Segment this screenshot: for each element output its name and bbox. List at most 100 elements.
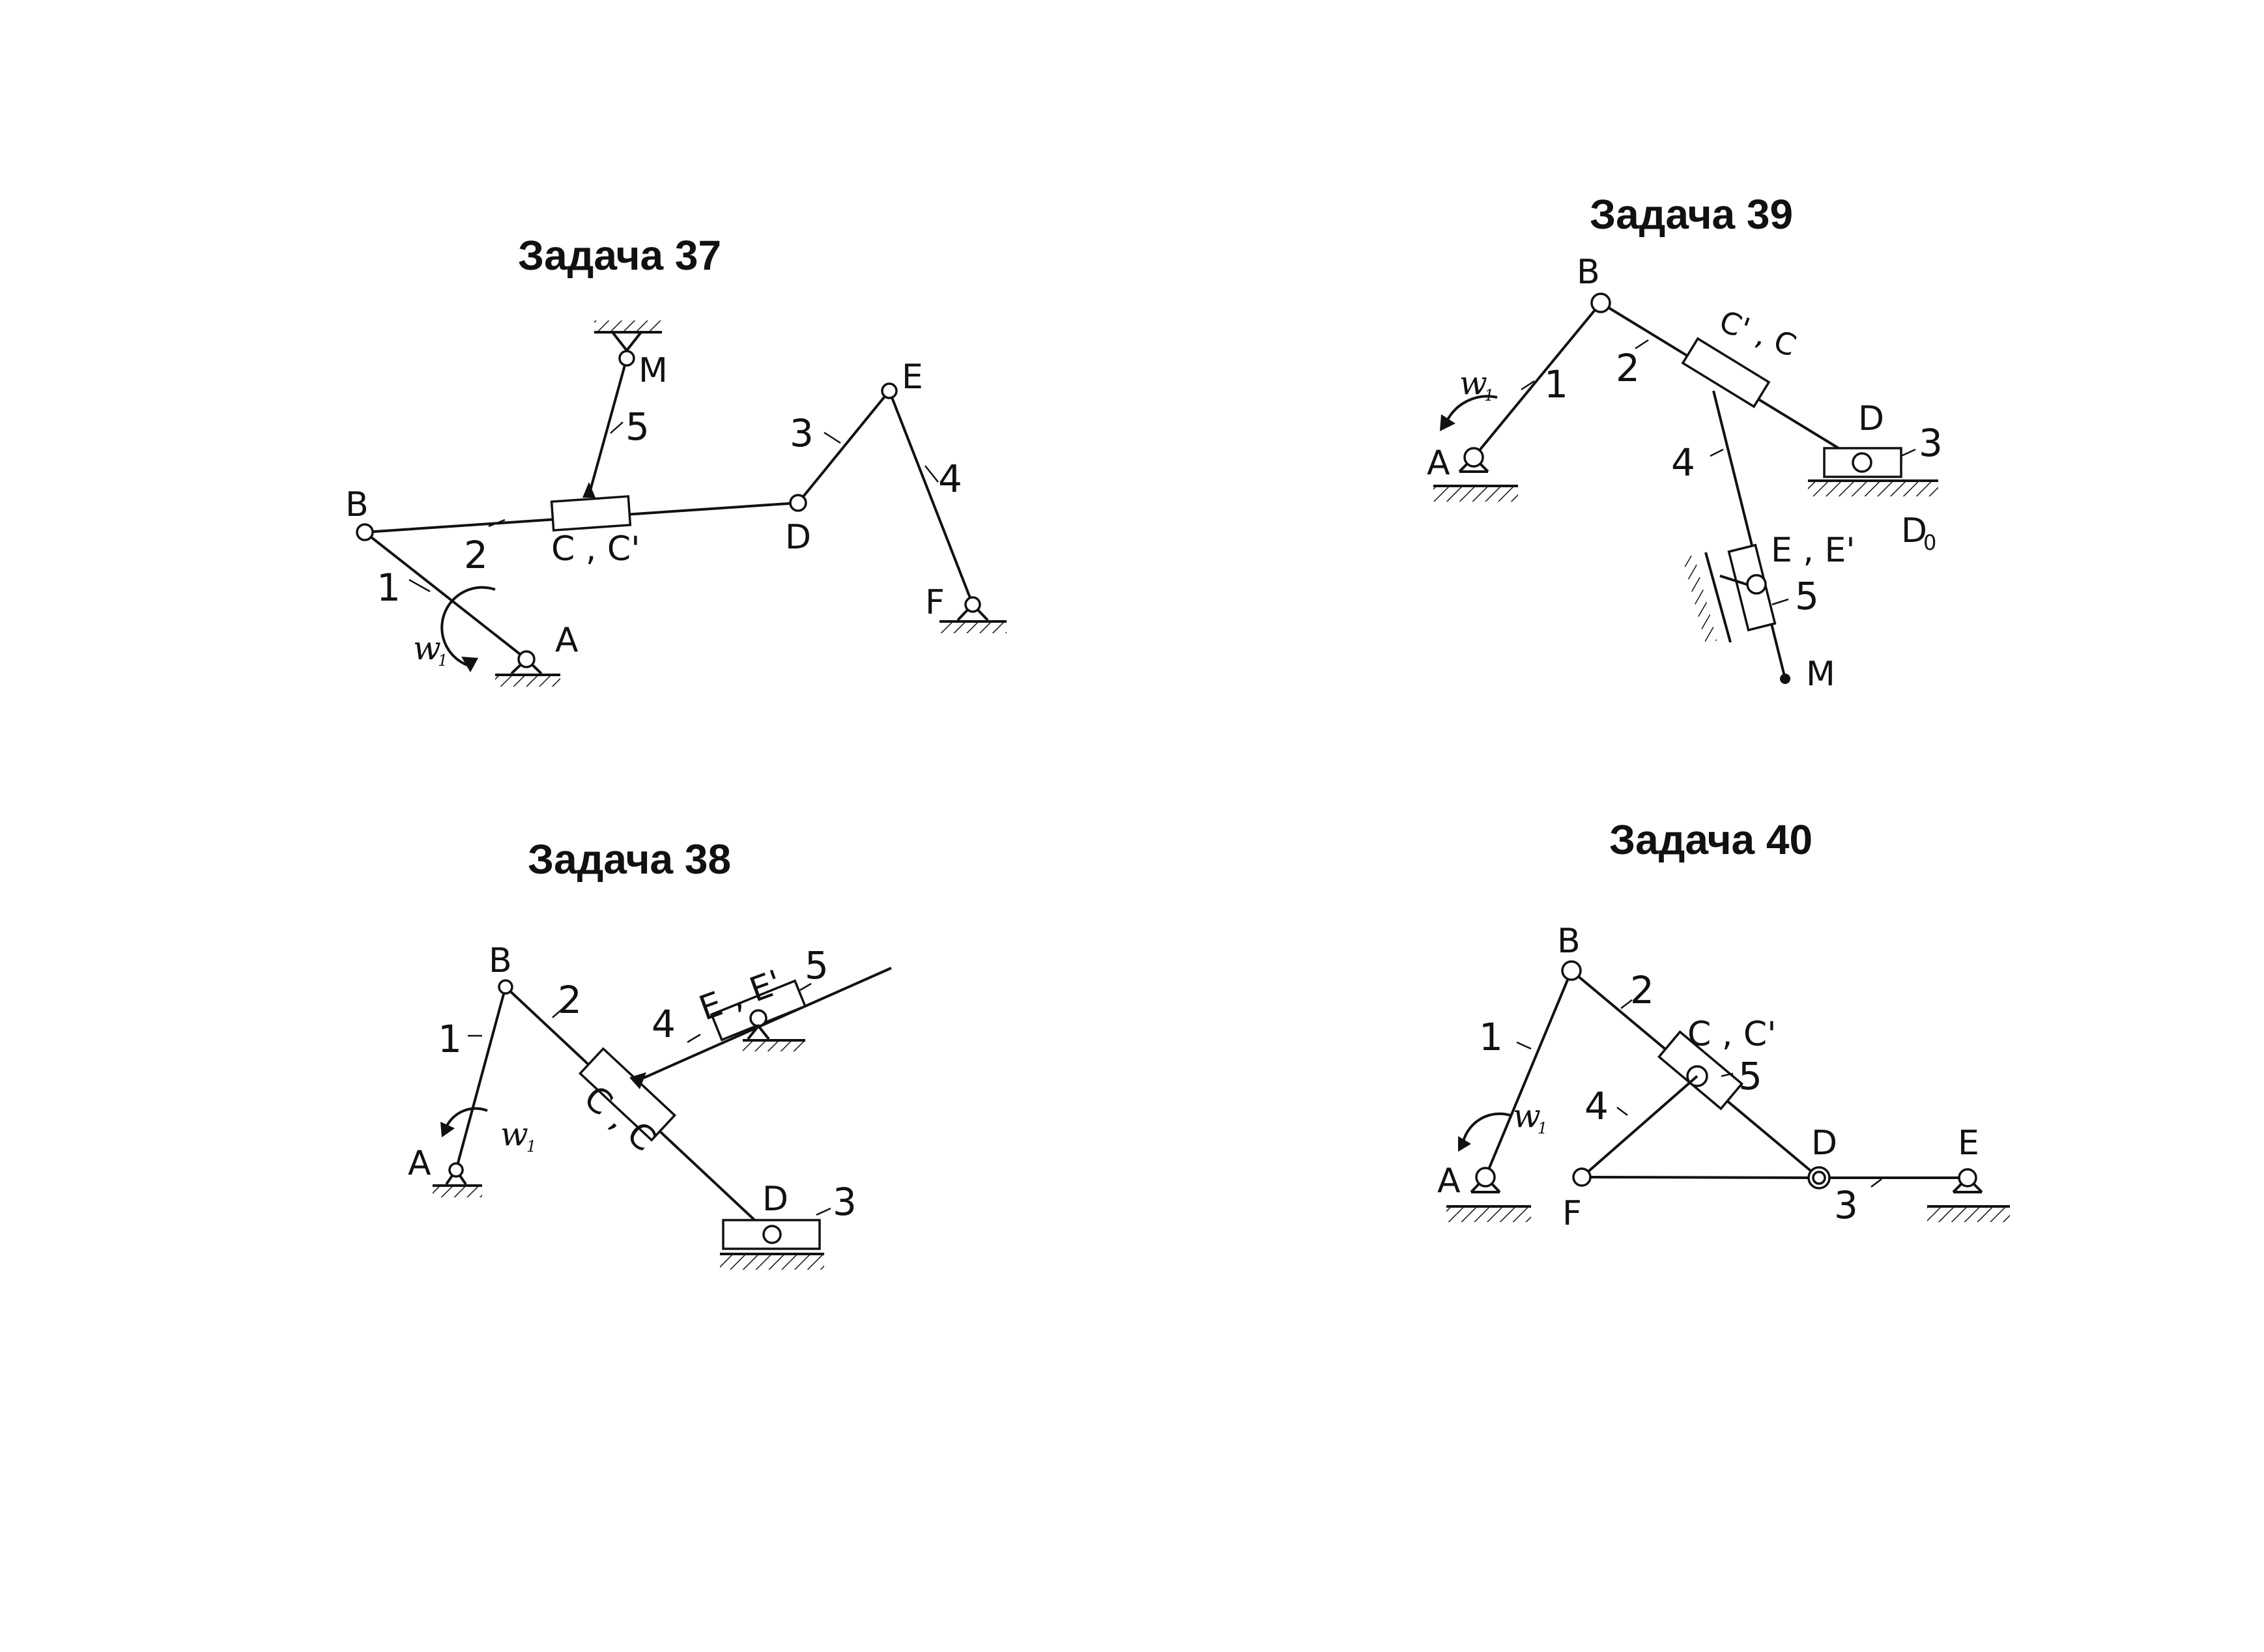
joint-m bbox=[618, 350, 635, 367]
leader-2 bbox=[1635, 339, 1649, 350]
label-omega-index: 1 bbox=[526, 1137, 536, 1156]
omega-arrow bbox=[1445, 395, 1498, 423]
ground-hatch-a bbox=[433, 1187, 482, 1197]
label-link-2: 2 bbox=[558, 978, 582, 1022]
label-link-4: 4 bbox=[1584, 1084, 1609, 1128]
ground-hatch-a bbox=[1433, 487, 1518, 502]
ground-hatch-d bbox=[720, 1255, 824, 1270]
label-link-5: 5 bbox=[1738, 1054, 1762, 1098]
label-c: C , C' bbox=[551, 530, 640, 569]
label-d: D bbox=[785, 518, 811, 557]
label-link-3: 3 bbox=[833, 1180, 857, 1224]
label-c: C , C' bbox=[1687, 1015, 1777, 1054]
omega-arrowhead bbox=[1458, 1136, 1471, 1152]
leader-1 bbox=[408, 578, 431, 593]
mechanism-37: B C , C' D E M F A 1 2 3 4 5 w 1 bbox=[345, 320, 1007, 687]
label-link-3: 3 bbox=[1919, 421, 1943, 465]
label-omega-index: 1 bbox=[1538, 1119, 1547, 1137]
link-3 bbox=[797, 390, 891, 504]
label-m: M bbox=[1806, 655, 1835, 694]
label-link-4: 4 bbox=[938, 457, 962, 501]
problem-38-title: Задача 38 bbox=[528, 836, 732, 883]
link-4 bbox=[1581, 1075, 1698, 1178]
joint-d bbox=[1852, 452, 1872, 473]
label-link-3: 3 bbox=[790, 411, 814, 455]
label-c: C' , C bbox=[1715, 304, 1801, 363]
label-link-5: 5 bbox=[1795, 574, 1819, 618]
point-m bbox=[1780, 674, 1790, 684]
guide-e-hatch bbox=[1682, 554, 1717, 644]
label-e: E bbox=[1958, 1124, 1979, 1163]
leader-4 bbox=[687, 1033, 701, 1044]
joint-a bbox=[517, 650, 536, 668]
mechanism-38: B A C , C D E , E' 1 2 3 4 5 w 1 bbox=[408, 941, 892, 1270]
joint-a bbox=[1475, 1167, 1496, 1188]
leader-4 bbox=[1616, 1107, 1628, 1116]
problem-39-title: Задача 39 bbox=[1590, 191, 1794, 238]
link-1 bbox=[455, 986, 507, 1171]
leader-2 bbox=[1620, 999, 1633, 1009]
leader-3 bbox=[1900, 448, 1916, 457]
label-omega: w bbox=[500, 1115, 528, 1153]
leader-1 bbox=[1521, 380, 1535, 391]
label-link-2: 2 bbox=[464, 533, 488, 577]
label-a: A bbox=[1437, 1161, 1461, 1201]
label-link-1: 1 bbox=[1479, 1015, 1503, 1059]
ground-hatch-e bbox=[1927, 1208, 2010, 1222]
label-link-3: 3 bbox=[1834, 1183, 1858, 1227]
problem-40-title: Задача 40 bbox=[1609, 816, 1813, 863]
label-link-5: 5 bbox=[805, 943, 829, 988]
support-m bbox=[611, 331, 642, 353]
leader-2 bbox=[552, 1009, 562, 1018]
link-f-d bbox=[1581, 1176, 1820, 1179]
label-link-2: 2 bbox=[1616, 346, 1640, 390]
omega-arrowhead bbox=[1440, 414, 1455, 431]
label-omega: w bbox=[1459, 364, 1487, 402]
label-d: D bbox=[1858, 399, 1884, 438]
label-link-4: 4 bbox=[1671, 440, 1695, 485]
leader-1 bbox=[1516, 1041, 1532, 1050]
label-link-1: 1 bbox=[438, 1017, 462, 1061]
leader-5 bbox=[1771, 598, 1789, 606]
joint-d bbox=[1812, 1171, 1826, 1185]
leader-2 bbox=[488, 519, 506, 528]
leader-3 bbox=[1870, 1178, 1882, 1188]
label-d0: D bbox=[1901, 511, 1927, 550]
slider-c bbox=[1681, 337, 1771, 408]
joint-b bbox=[498, 979, 513, 995]
leader-3 bbox=[816, 1207, 831, 1216]
link-1 bbox=[364, 531, 528, 661]
label-a: A bbox=[1427, 444, 1450, 483]
joint-b bbox=[1561, 960, 1582, 981]
mechanism-39: B A C' , C D E , E' D 0 M 1 2 3 4 5 w 1 bbox=[1427, 253, 1943, 694]
label-a: A bbox=[408, 1144, 431, 1183]
joint-e bbox=[1958, 1168, 1977, 1188]
label-b: B bbox=[1557, 922, 1581, 961]
label-e: E bbox=[902, 358, 923, 397]
ground-hatch-e bbox=[743, 1041, 805, 1051]
joint-a bbox=[448, 1162, 464, 1178]
ground-hatch-a bbox=[1446, 1208, 1531, 1222]
label-link-4: 4 bbox=[652, 1002, 676, 1046]
link-4-arrow bbox=[629, 1072, 646, 1089]
label-omega-index: 1 bbox=[1484, 386, 1494, 405]
joint-a bbox=[1463, 447, 1484, 468]
omega-arrow bbox=[445, 1107, 488, 1128]
label-link-1: 1 bbox=[377, 565, 401, 610]
label-d: D bbox=[762, 1180, 788, 1219]
label-b: B bbox=[489, 941, 512, 980]
label-link-2: 2 bbox=[1630, 968, 1654, 1012]
joint-f bbox=[1572, 1167, 1592, 1187]
label-omega: w bbox=[413, 629, 441, 667]
joint-b bbox=[356, 523, 374, 541]
joint-e bbox=[1746, 574, 1767, 595]
joint-e bbox=[881, 382, 898, 399]
leader-5 bbox=[1721, 1072, 1734, 1077]
label-d0-index: 0 bbox=[1923, 530, 1936, 555]
joint-b bbox=[1590, 292, 1611, 313]
label-a: A bbox=[555, 621, 579, 660]
link-5-arrow bbox=[582, 482, 595, 498]
leader-3 bbox=[824, 431, 841, 444]
ground-hatch-a bbox=[495, 675, 560, 687]
